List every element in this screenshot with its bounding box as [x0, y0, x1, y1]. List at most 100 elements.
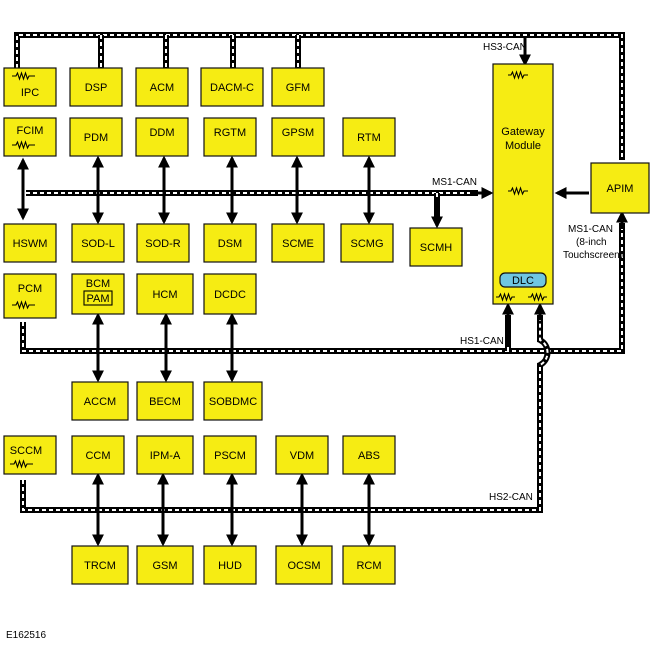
svg-text:SCME: SCME — [282, 238, 314, 250]
gateway-module: Gateway Module DLC — [492, 63, 554, 305]
ms1-can-bus — [26, 190, 478, 222]
svg-text:PCM: PCM — [18, 283, 42, 295]
module-pscm: PSCM — [203, 435, 257, 475]
module-sod-l: SOD-L — [71, 223, 125, 263]
hs3-can-label: HS3-CAN — [483, 42, 527, 53]
module-rcm: RCM — [342, 545, 396, 585]
module-ocsm: OCSM — [275, 545, 333, 585]
module-becm: BECM — [136, 381, 194, 421]
ms1-can-apim-label-1: MS1-CAN — [568, 224, 613, 235]
module-sccm: SCCM — [3, 435, 57, 475]
svg-text:PSCM: PSCM — [214, 450, 246, 462]
module-bcm: BCM PAM — [71, 273, 125, 315]
svg-text:RGTM: RGTM — [214, 127, 246, 139]
svg-text:SCCM: SCCM — [10, 445, 42, 457]
module-scme: SCME — [271, 223, 325, 263]
terminator-resistor — [528, 292, 547, 302]
svg-text:HUD: HUD — [218, 560, 242, 572]
svg-text:SOD-R: SOD-R — [145, 238, 181, 250]
svg-text:ACM: ACM — [150, 82, 174, 94]
svg-text:GFM: GFM — [286, 82, 310, 94]
figure-id: E162516 — [6, 630, 46, 641]
svg-text:DACM-C: DACM-C — [210, 82, 254, 94]
ms1-can-apim-label-3: Touchscreen) — [563, 250, 623, 261]
svg-text:BECM: BECM — [149, 396, 181, 408]
svg-text:IPC: IPC — [21, 87, 39, 99]
module-pdm: PDM — [69, 117, 123, 157]
terminator-resistor — [12, 71, 35, 81]
module-dcdc: DCDC — [203, 273, 257, 315]
ms1-can-label: MS1-CAN — [432, 177, 477, 188]
bus-labels: HS3-CAN MS1-CAN HS1-CAN HS2-CAN MS1-CAN … — [432, 42, 623, 503]
gateway-label-1: Gateway — [501, 126, 545, 138]
module-gpsm: GPSM — [271, 117, 325, 157]
module-scmg: SCMG — [340, 223, 394, 263]
terminator-resistor — [12, 140, 35, 150]
module-ddm: DDM — [135, 117, 189, 157]
dlc-connector — [499, 272, 547, 288]
svg-text:SOD-L: SOD-L — [81, 238, 115, 250]
svg-text:ACCM: ACCM — [84, 396, 116, 408]
svg-text:RTM: RTM — [357, 132, 381, 144]
svg-text:FCIM: FCIM — [17, 125, 44, 137]
svg-text:SOBDMC: SOBDMC — [209, 396, 257, 408]
svg-text:SCMG: SCMG — [351, 238, 384, 250]
module-scmh: SCMH — [409, 227, 463, 267]
modules: IPC DSP ACM DACM-C GFM FCIM PDM DDM RGTM… — [3, 67, 650, 585]
module-fcim: FCIM — [3, 117, 57, 157]
svg-text:VDM: VDM — [290, 450, 314, 462]
terminator-resistor — [508, 70, 528, 80]
svg-text:DDM: DDM — [149, 127, 174, 139]
svg-text:CCM: CCM — [85, 450, 110, 462]
svg-text:PDM: PDM — [84, 132, 108, 144]
hs2-can-label: HS2-CAN — [489, 492, 533, 503]
module-accm: ACCM — [71, 381, 129, 421]
svg-text:APIM: APIM — [607, 183, 634, 195]
pam-label: PAM — [86, 293, 109, 305]
module-dsm: DSM — [203, 223, 257, 263]
svg-text:HSWM: HSWM — [13, 238, 48, 250]
svg-text:OCSM: OCSM — [288, 560, 321, 572]
module-pcm: PCM — [3, 273, 57, 319]
pam-box — [83, 290, 113, 306]
hs2-can-bus — [20, 315, 551, 513]
module-ipc: IPC — [3, 67, 57, 107]
module-rgtm: RGTM — [203, 117, 257, 157]
svg-text:IPM-A: IPM-A — [150, 450, 181, 462]
module-ccm: CCM — [71, 435, 125, 475]
dlc-label: DLC — [512, 275, 534, 287]
svg-text:TRCM: TRCM — [84, 560, 116, 572]
svg-text:HCM: HCM — [152, 289, 177, 301]
ms1-can-apim-label-2: (8-inch — [576, 237, 607, 248]
svg-text:ABS: ABS — [358, 450, 380, 462]
module-hud: HUD — [203, 545, 257, 585]
gateway-label-2: Module — [505, 140, 541, 152]
svg-text:DSP: DSP — [85, 82, 108, 94]
svg-text:DCDC: DCDC — [214, 289, 246, 301]
module-gfm: GFM — [271, 67, 325, 107]
hs3-can-bus — [14, 32, 625, 160]
module-vdm: VDM — [275, 435, 329, 475]
hs1-can-label: HS1-CAN — [460, 336, 504, 347]
svg-text:GSM: GSM — [152, 560, 177, 572]
module-sod-r: SOD-R — [136, 223, 190, 263]
module-hswm: HSWM — [3, 223, 57, 263]
module-rtm: RTM — [342, 117, 396, 157]
svg-text:SCMH: SCMH — [420, 242, 452, 254]
svg-text:BCM: BCM — [86, 278, 110, 290]
module-dsp: DSP — [69, 67, 123, 107]
module-abs: ABS — [342, 435, 396, 475]
module-acm: ACM — [135, 67, 189, 107]
module-gsm: GSM — [136, 545, 194, 585]
module-hcm: HCM — [136, 273, 194, 315]
terminator-resistor — [12, 300, 35, 310]
terminator-resistor — [508, 186, 528, 196]
module-ipm-a: IPM-A — [136, 435, 194, 475]
connection-arrows — [17, 38, 628, 547]
svg-text:GPSM: GPSM — [282, 127, 314, 139]
svg-text:DSM: DSM — [218, 238, 242, 250]
module-apim: APIM — [590, 162, 650, 214]
module-dacm-c: DACM-C — [200, 67, 264, 107]
module-trcm: TRCM — [71, 545, 129, 585]
